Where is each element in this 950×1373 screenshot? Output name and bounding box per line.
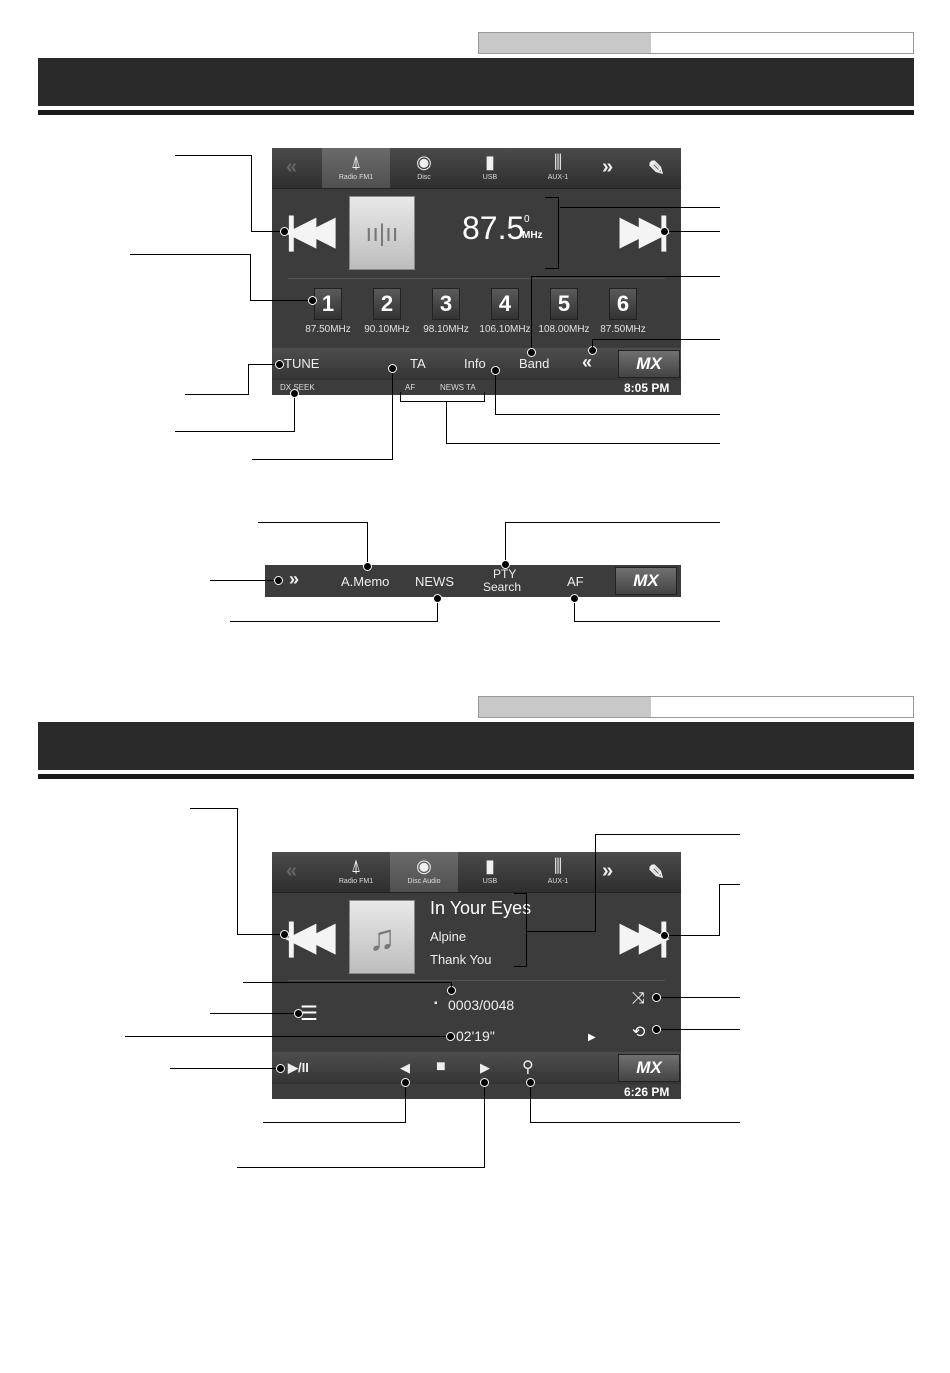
- a-memo-button[interactable]: A.Memo: [341, 574, 390, 589]
- setup-icon[interactable]: ✎: [648, 862, 665, 884]
- info-button[interactable]: Info: [464, 356, 486, 371]
- antenna-icon: ⍋: [350, 856, 362, 876]
- callout-dot: [280, 227, 289, 236]
- section-rule: [38, 110, 914, 115]
- page-back-button[interactable]: «: [582, 352, 593, 372]
- page-forward-button[interactable]: »: [289, 569, 300, 589]
- radio-function-bar: » A.Memo NEWS PTY Search AF MX: [265, 565, 681, 597]
- section-banner-disc: [38, 722, 914, 770]
- section-tab-radio: [478, 32, 914, 54]
- next-track-button[interactable]: ▶▶|: [620, 916, 669, 958]
- disc-icon: ◉: [416, 152, 432, 172]
- tune-button[interactable]: TUNE: [284, 356, 320, 371]
- play-indicator-icon: ▶: [588, 1032, 596, 1043]
- track-title: In Your Eyes: [430, 898, 532, 918]
- pty-search-line1[interactable]: PTY: [493, 567, 517, 581]
- chevron-right-icon[interactable]: »: [602, 860, 614, 882]
- source-radio[interactable]: ⍋ Radio FM1: [322, 148, 390, 188]
- disc-bottom-bar: ▶/II ◀ ■ ▶ ⚲ MX: [272, 1052, 681, 1084]
- mx-button-2[interactable]: MX: [615, 567, 677, 595]
- section-rule-2: [38, 774, 914, 779]
- antenna-icon: ⍋: [350, 152, 362, 172]
- setup-icon[interactable]: ✎: [648, 158, 665, 180]
- clock: 8:05 PM: [624, 381, 670, 395]
- source-aux[interactable]: ⫼ AUX-1: [524, 852, 592, 892]
- source-disc[interactable]: ◉ Disc: [390, 148, 458, 188]
- frequency-sup: 0: [524, 214, 530, 225]
- disc-icon: ◉: [416, 856, 432, 876]
- chevron-left-icon[interactable]: «: [286, 860, 298, 882]
- artist-name: Alpine: [430, 929, 467, 944]
- usb-icon: ▮: [485, 152, 495, 172]
- mx-button-disc[interactable]: MX: [618, 1054, 680, 1082]
- source-bar-disc: « ⍋ Radio FM1 ◉ Disc Audio ▮ USB ⫼ AUX-1…: [272, 852, 681, 893]
- shuffle-icon[interactable]: ⤨: [632, 990, 645, 1007]
- news-button[interactable]: NEWS: [415, 574, 454, 589]
- chevron-right-icon[interactable]: »: [602, 156, 614, 178]
- list-icon[interactable]: ☰: [300, 1003, 318, 1025]
- elapsed-time: 02'19": [456, 1028, 495, 1044]
- source-aux[interactable]: ⫼ AUX-1: [524, 148, 592, 188]
- af-indicator: AF: [405, 383, 416, 392]
- aux-icon: ⫼: [553, 856, 563, 876]
- search-icon[interactable]: ⚲: [522, 1059, 534, 1076]
- radio-screen: « ⍋ Radio FM1 ◉ Disc ▮ USB ⫼ AUX-1 » ✎ |…: [272, 148, 681, 395]
- folder-down-icon[interactable]: ▶: [480, 1060, 490, 1075]
- source-radio[interactable]: ⍋ Radio FM1: [322, 852, 390, 892]
- file-icon: ▪: [434, 998, 438, 1009]
- source-disc[interactable]: ◉ Disc Audio: [390, 852, 458, 892]
- source-usb[interactable]: ▮ USB: [456, 852, 524, 892]
- divider: [288, 980, 665, 981]
- news-ta-indicator: NEWS TA: [440, 383, 476, 392]
- disc-screen: « ⍋ Radio FM1 ◉ Disc Audio ▮ USB ⫼ AUX-1…: [272, 852, 681, 1099]
- seek-forward-button[interactable]: ▶▶|: [620, 210, 669, 252]
- album-art: ♫: [349, 900, 415, 974]
- radio-bottom-bar: TUNE TA Info Band « MX: [272, 348, 681, 380]
- mx-button[interactable]: MX: [618, 350, 680, 378]
- album-name: Thank You: [430, 952, 492, 967]
- folder-up-icon[interactable]: ◀: [400, 1060, 410, 1075]
- section-tab-disc: [478, 696, 914, 718]
- frequency-unit: MHz: [522, 230, 543, 241]
- aux-icon: ⫼: [553, 152, 563, 172]
- ta-button[interactable]: TA: [410, 356, 426, 371]
- af-button[interactable]: AF: [567, 574, 584, 589]
- section-banner-radio: [38, 58, 914, 106]
- folder-icon[interactable]: ■: [436, 1058, 446, 1075]
- play-pause-button[interactable]: ▶/II: [288, 1060, 309, 1075]
- band-button[interactable]: Band: [519, 356, 550, 371]
- usb-icon: ▮: [485, 856, 495, 876]
- source-usb[interactable]: ▮ USB: [456, 148, 524, 188]
- dx-seek-indicator: DX SEEK: [280, 383, 315, 392]
- divider: [288, 278, 665, 279]
- radio-art: ıı|ıı: [349, 196, 415, 270]
- chevron-left-icon[interactable]: «: [286, 156, 298, 178]
- track-number: 0003/0048: [448, 997, 515, 1013]
- previous-track-button[interactable]: |◀◀: [286, 916, 335, 958]
- source-bar: « ⍋ Radio FM1 ◉ Disc ▮ USB ⫼ AUX-1 » ✎: [272, 148, 681, 189]
- repeat-icon[interactable]: ⟲: [632, 1024, 646, 1041]
- pty-search-line2[interactable]: Search: [483, 580, 522, 594]
- frequency: 87.5: [462, 210, 525, 246]
- seek-back-button[interactable]: |◀◀: [286, 210, 335, 252]
- clock-disc: 6:26 PM: [624, 1085, 670, 1099]
